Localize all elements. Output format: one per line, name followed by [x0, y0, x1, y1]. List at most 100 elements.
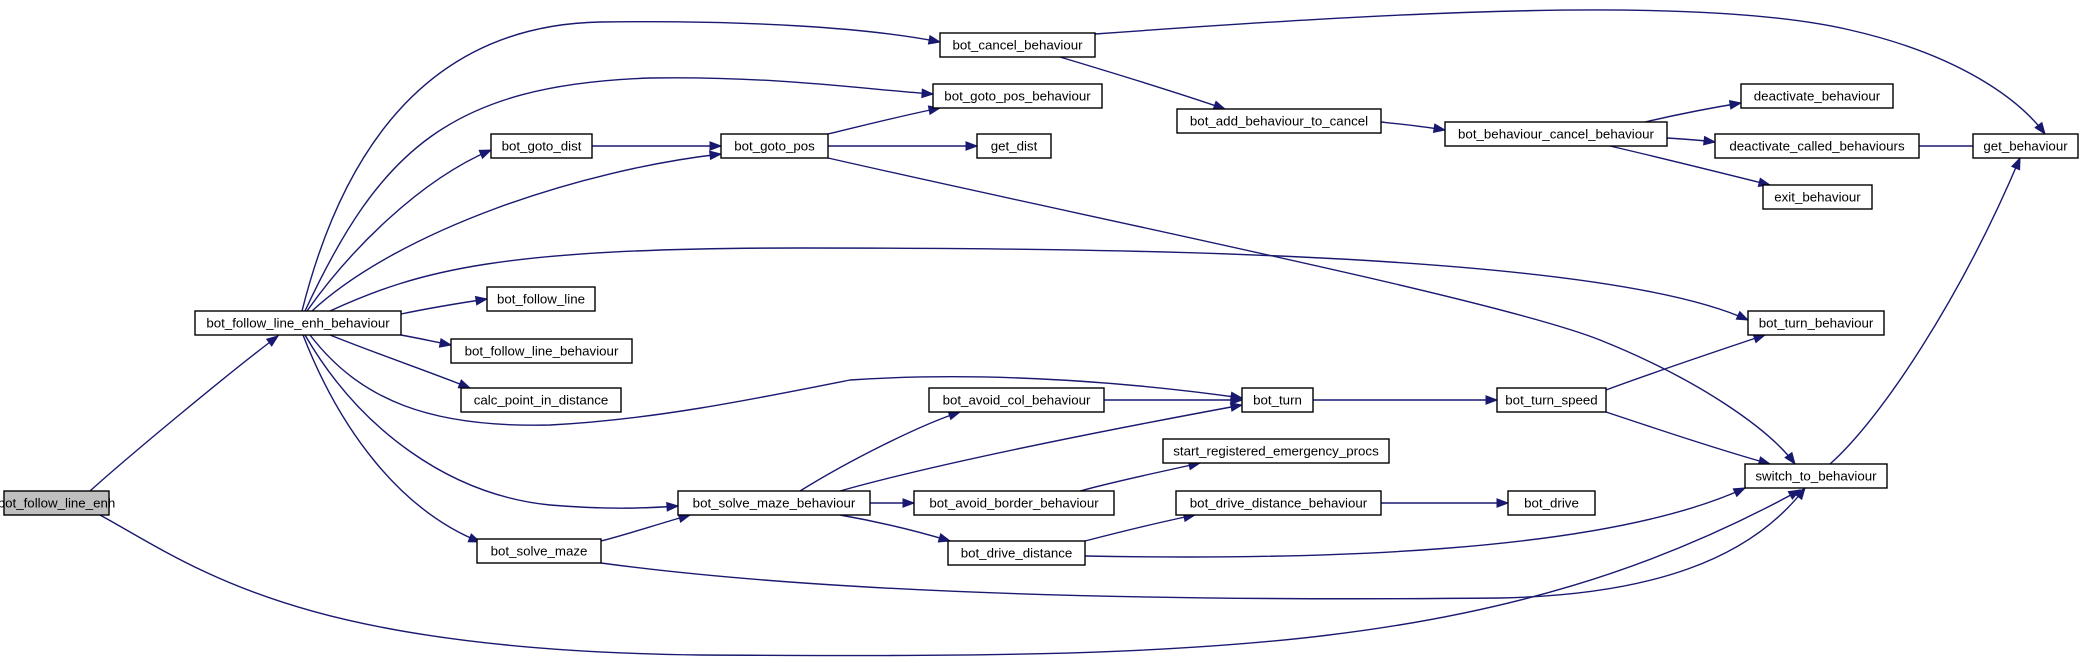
node-get-dist[interactable]: get_dist [976, 133, 1052, 159]
arrowhead-icon [709, 150, 723, 161]
node-deactivate-behaviour[interactable]: deactivate_behaviour [1740, 83, 1894, 109]
node-box [486, 286, 596, 312]
node-exit-behaviour[interactable]: exit_behaviour [1762, 184, 1873, 210]
edge-line [329, 247, 1749, 321]
arrowhead-icon [927, 34, 942, 45]
edge-bot-follow-line-enh-behaviour-to-bot-follow-line [400, 295, 489, 315]
edge-bot-solve-maze-to-switch-to-behaviour [600, 486, 1806, 600]
edge-line [1094, 9, 2046, 135]
edge-bot-solve-maze-to-bot-solve-maze-behaviour [600, 513, 692, 542]
node-bot-avoid-border-behaviour[interactable]: bot_avoid_border_behaviour [913, 490, 1115, 516]
node-box [928, 387, 1105, 413]
edge-bot-follow-line-enh-behaviour-to-bot-goto-dist [306, 149, 493, 312]
arrowhead-icon [1496, 498, 1510, 508]
node-bot-follow-line-enh-behaviour[interactable]: bot_follow_line_enh_behaviour [194, 310, 402, 336]
node-bot-cancel-behaviour[interactable]: bot_cancel_behaviour [939, 32, 1096, 58]
edge-line [1605, 411, 1771, 465]
node-bot-solve-maze-behaviour[interactable]: bot_solve_maze_behaviour [677, 490, 871, 516]
node-label: calc_point_in_distance [474, 393, 609, 408]
arrowhead-icon [709, 141, 723, 151]
edge-line [400, 298, 488, 315]
node-label: bot_add_behaviour_to_cancel [1190, 114, 1368, 129]
edge-bot-follow-line-enh-behaviour-to-bot-goto-pos-behaviour [304, 77, 935, 312]
node-calc-point-in-distance[interactable]: calc_point_in_distance [460, 387, 622, 413]
arrowhead-icon [965, 141, 979, 151]
node-box [939, 32, 1096, 58]
edge-bot-drive-distance-behaviour-to-bot-drive [1381, 498, 1510, 508]
node-bot-turn[interactable]: bot_turn [1241, 387, 1314, 413]
node-bot-add-behaviour-to-cancel[interactable]: bot_add_behaviour_to_cancel [1176, 108, 1382, 134]
edge-line [799, 411, 961, 492]
edge-line [1829, 157, 2021, 465]
node-label: bot_follow_line_enh [0, 496, 115, 511]
node-label: get_behaviour [1983, 139, 2068, 154]
node-label: bot_behaviour_cancel_behaviour [1458, 127, 1654, 142]
arrowhead-icon [1794, 486, 1806, 501]
node-box [913, 490, 1115, 516]
node-bot-turn-behaviour[interactable]: bot_turn_behaviour [1747, 310, 1885, 336]
node-label: bot_goto_pos [734, 139, 815, 154]
node-label: bot_follow_line_enh_behaviour [206, 316, 390, 331]
node-label: bot_turn_behaviour [1759, 316, 1874, 331]
node-box [720, 133, 829, 159]
node-bot-drive-distance[interactable]: bot_drive_distance [947, 540, 1086, 566]
node-bot-drive[interactable]: bot_drive [1507, 490, 1596, 516]
node-deactivate-called-behaviours[interactable]: deactivate_called_behaviours [1714, 133, 1920, 159]
node-box [1162, 438, 1390, 464]
node-box [1496, 387, 1607, 413]
arrowhead-icon [1485, 395, 1499, 405]
node-label: bot_drive_distance_behaviour [1190, 496, 1368, 511]
node-bot-goto-pos-behaviour[interactable]: bot_goto_pos_behaviour [932, 83, 1103, 109]
node-box [460, 387, 622, 413]
edge-bot-goto-dist-to-bot-goto-pos [592, 141, 723, 151]
node-bot-turn-speed[interactable]: bot_turn_speed [1496, 387, 1607, 413]
call-graph-nodes: bot_follow_line_enh bot_follow_line_enh_b… [0, 32, 2079, 566]
node-label: bot_solve_maze [491, 544, 588, 559]
edge-line [311, 153, 722, 312]
edge-bot-goto-pos-to-get-dist [828, 141, 979, 151]
node-label: bot_drive_distance [961, 546, 1073, 561]
node-box [932, 83, 1103, 109]
node-bot-avoid-col-behaviour[interactable]: bot_avoid_col_behaviour [928, 387, 1105, 413]
edge-line [1084, 487, 1746, 558]
node-label: exit_behaviour [1774, 190, 1861, 205]
node-switch-to-behaviour[interactable]: switch_to_behaviour [1744, 463, 1888, 489]
node-box [490, 133, 593, 159]
node-bot-goto-pos[interactable]: bot_goto_pos [720, 133, 829, 159]
node-get-behaviour[interactable]: get_behaviour [1972, 133, 2079, 159]
node-box [1176, 108, 1382, 134]
node-label: bot_goto_pos_behaviour [944, 89, 1091, 104]
node-label: get_dist [991, 139, 1038, 154]
arrowhead-icon [1728, 99, 1743, 110]
edge-bot-turn-speed-to-switch-to-behaviour [1605, 411, 1772, 466]
node-bot-goto-dist[interactable]: bot_goto_dist [490, 133, 593, 159]
node-bot-follow-line-behaviour[interactable]: bot_follow_line_behaviour [450, 338, 633, 364]
edge-bot-follow-line-enh-behaviour-to-bot-solve-maze-behaviour [304, 334, 680, 512]
arrowhead-icon [474, 295, 489, 306]
arrowhead-icon [666, 501, 680, 512]
node-label: deactivate_behaviour [1754, 89, 1881, 104]
arrowhead-icon [438, 337, 453, 348]
node-bot-drive-distance-behaviour[interactable]: bot_drive_distance_behaviour [1175, 490, 1382, 516]
node-box [3, 490, 110, 516]
edge-bot-follow-line-enh-behaviour-to-bot-solve-maze [302, 334, 482, 543]
edge-line [839, 404, 1243, 492]
node-box [1972, 133, 2079, 159]
node-bot-follow-line-enh[interactable]: bot_follow_line_enh [0, 490, 115, 516]
arrowhead-icon [1212, 100, 1227, 110]
edge-line [1605, 334, 1766, 391]
node-bot-follow-line[interactable]: bot_follow_line [486, 286, 596, 312]
node-bot-behaviour-cancel-behaviour[interactable]: bot_behaviour_cancel_behaviour [1444, 121, 1668, 147]
node-box [1507, 490, 1596, 516]
node-box [1714, 133, 1920, 159]
edge-line [1059, 56, 1226, 110]
edge-line [329, 334, 471, 389]
node-start-registered-emergency-procs[interactable]: start_registered_emergency_procs [1162, 438, 1390, 464]
edge-bot-behaviour-cancel-behaviour-to-deactivate-behaviour [1644, 99, 1743, 123]
edge-bot-follow-line-enh-behaviour-to-calc-point-in-distance [329, 334, 472, 389]
edge-line [1079, 462, 1201, 492]
node-box [1175, 490, 1382, 516]
node-bot-solve-maze[interactable]: bot_solve_maze [476, 538, 602, 564]
arrowhead-icon [1230, 395, 1244, 405]
node-label: bot_turn_speed [1505, 393, 1597, 408]
